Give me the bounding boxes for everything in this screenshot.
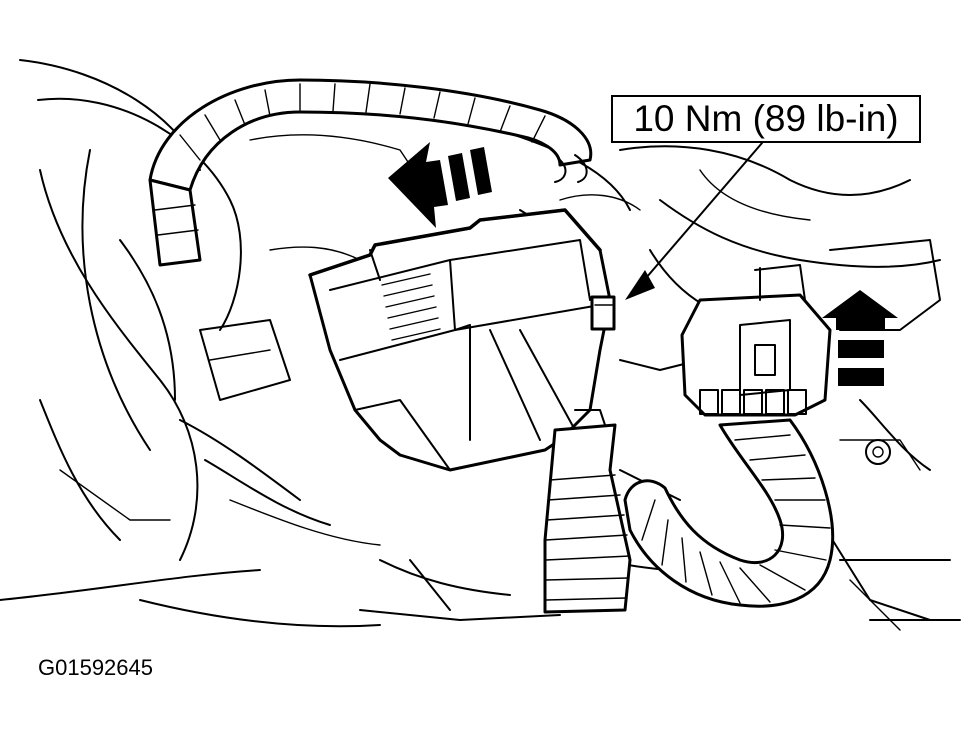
- arrow-up: [822, 290, 898, 386]
- upper-wiring-harness: [148, 78, 593, 267]
- connector-harness: [623, 418, 835, 608]
- torque-callout: 10 Nm (89 lb-in): [611, 95, 921, 143]
- engine-background: [0, 59, 961, 631]
- arrow-left: [388, 142, 492, 228]
- lower-harness: [543, 409, 632, 614]
- connector-plug: [680, 264, 832, 417]
- callout-leader: [625, 142, 763, 300]
- control-module: [308, 208, 616, 472]
- figure-id: G01592645: [38, 655, 153, 680]
